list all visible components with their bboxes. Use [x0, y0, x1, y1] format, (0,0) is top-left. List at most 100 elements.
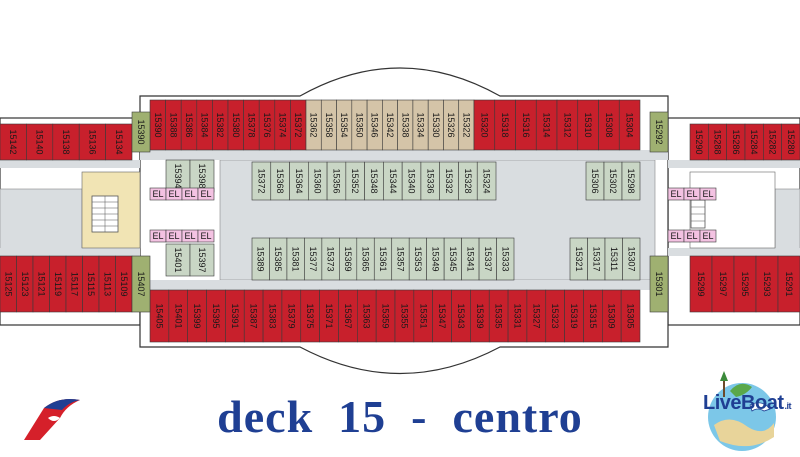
cabin[interactable]: 15311 — [604, 237, 623, 281]
cabin[interactable]: 15317 — [587, 237, 606, 281]
cabin[interactable]: 15320 — [473, 99, 496, 151]
cabin[interactable]: 15115 — [82, 255, 100, 313]
cabin[interactable]: 15305 — [620, 289, 641, 343]
service-room[interactable]: 15301 — [649, 255, 669, 313]
cabin[interactable]: 15326 — [443, 99, 460, 151]
cabin[interactable]: 15405 — [149, 289, 170, 343]
cabin[interactable]: 15371 — [319, 289, 339, 343]
cabin[interactable]: 15295 — [733, 255, 757, 313]
cabin[interactable]: 15125 — [0, 255, 17, 313]
cabin[interactable]: 15138 — [52, 123, 80, 161]
cabin[interactable]: 15109 — [115, 255, 133, 313]
cabin[interactable]: 15372 — [251, 161, 272, 201]
cabin[interactable]: 15306 — [585, 161, 605, 201]
cabin[interactable]: 15284 — [744, 123, 764, 161]
service-room[interactable]: 15390 — [131, 111, 151, 153]
cabin[interactable]: 15344 — [383, 161, 403, 201]
cabin[interactable]: 15291 — [777, 255, 800, 313]
cabin[interactable]: 15343 — [451, 289, 471, 343]
cabin[interactable]: 15389 — [251, 237, 270, 281]
cabin[interactable]: 15401 — [165, 243, 191, 277]
cabin[interactable]: 15350 — [351, 99, 368, 151]
cabin[interactable]: 15288 — [708, 123, 727, 161]
elevator[interactable]: EL — [683, 187, 701, 201]
cabin[interactable]: 15352 — [345, 161, 365, 201]
cabin[interactable]: 15142 — [0, 123, 27, 161]
cabin[interactable]: 15302 — [603, 161, 623, 201]
cabin[interactable]: 15310 — [577, 99, 599, 151]
cabin[interactable]: 15381 — [286, 237, 305, 281]
cabin[interactable]: 15357 — [391, 237, 410, 281]
elevator[interactable]: EL — [165, 229, 183, 243]
cabin[interactable]: 15290 — [689, 123, 709, 161]
cabin[interactable]: 15308 — [598, 99, 620, 151]
elevator[interactable]: EL — [181, 187, 199, 201]
cabin[interactable]: 15395 — [206, 289, 226, 343]
cabin[interactable]: 15333 — [496, 237, 515, 281]
cabin[interactable]: 15367 — [338, 289, 358, 343]
cabin[interactable]: 15388 — [165, 99, 182, 151]
cabin[interactable]: 15353 — [408, 237, 427, 281]
cabin[interactable]: 15364 — [289, 161, 309, 201]
cabin[interactable]: 15346 — [366, 99, 383, 151]
cabin[interactable]: 15341 — [461, 237, 480, 281]
cabin[interactable]: 15334 — [412, 99, 429, 151]
cabin[interactable]: 15312 — [556, 99, 579, 151]
cabin[interactable]: 15372 — [290, 99, 307, 151]
cabin[interactable]: 15113 — [98, 255, 116, 313]
cabin[interactable]: 15336 — [420, 161, 440, 201]
cabin[interactable]: 15348 — [364, 161, 384, 201]
cabin[interactable]: 15356 — [326, 161, 347, 201]
cabin[interactable]: 15398 — [189, 159, 215, 193]
elevator[interactable]: EL — [197, 229, 215, 243]
elevator[interactable]: EL — [197, 187, 215, 201]
cabin[interactable]: 15117 — [65, 255, 83, 313]
cabin[interactable]: 15399 — [187, 289, 207, 343]
cabin[interactable]: 15345 — [443, 237, 462, 281]
cabin[interactable]: 15330 — [427, 99, 444, 151]
cabin[interactable]: 15335 — [488, 289, 509, 343]
cabin[interactable]: 15298 — [621, 161, 641, 201]
cabin[interactable]: 15319 — [564, 289, 584, 343]
cabin[interactable]: 15342 — [382, 99, 398, 151]
cabin[interactable]: 15282 — [763, 123, 782, 161]
cabin[interactable]: 15383 — [262, 289, 283, 343]
cabin[interactable]: 15373 — [321, 237, 340, 281]
cabin[interactable]: 15354 — [336, 99, 353, 151]
cabin[interactable]: 15369 — [339, 237, 358, 281]
cabin[interactable]: 15318 — [494, 99, 516, 151]
cabin[interactable]: 15121 — [32, 255, 50, 313]
cabin[interactable]: 15315 — [583, 289, 603, 343]
cabin[interactable]: 15349 — [426, 237, 445, 281]
elevator[interactable]: EL — [683, 229, 701, 243]
cabin[interactable]: 15123 — [16, 255, 34, 313]
service-room[interactable]: 15292 — [649, 111, 669, 153]
cabin[interactable]: 15360 — [308, 161, 328, 201]
cabin[interactable]: 15339 — [470, 289, 490, 343]
cabin[interactable]: 15309 — [602, 289, 622, 343]
cabin[interactable]: 15361 — [373, 237, 393, 281]
elevator[interactable]: EL — [149, 229, 167, 243]
cabin[interactable]: 15355 — [394, 289, 415, 343]
cabin[interactable]: 15379 — [281, 289, 302, 343]
cabin[interactable]: 15340 — [401, 161, 422, 201]
elevator[interactable]: EL — [667, 229, 685, 243]
cabin[interactable]: 15376 — [258, 99, 276, 151]
cabin[interactable]: 15365 — [356, 237, 375, 281]
cabin[interactable]: 15327 — [526, 289, 547, 343]
cabin[interactable]: 15363 — [357, 289, 377, 343]
cabin[interactable]: 15331 — [507, 289, 528, 343]
cabin[interactable]: 15390 — [149, 99, 166, 151]
cabin[interactable]: 15328 — [458, 161, 478, 201]
cabin[interactable]: 15297 — [711, 255, 735, 313]
cabin[interactable]: 15136 — [78, 123, 106, 161]
cabin[interactable]: 15324 — [476, 161, 497, 201]
cabin[interactable]: 15386 — [180, 99, 198, 151]
cabin[interactable]: 15374 — [274, 99, 291, 151]
cabin[interactable]: 15387 — [243, 289, 264, 343]
cabin[interactable]: 15384 — [196, 99, 213, 151]
elevator[interactable]: EL — [181, 229, 199, 243]
elevator[interactable]: EL — [699, 187, 717, 201]
cabin[interactable]: 15337 — [478, 237, 497, 281]
cabin[interactable]: 15322 — [458, 99, 475, 151]
